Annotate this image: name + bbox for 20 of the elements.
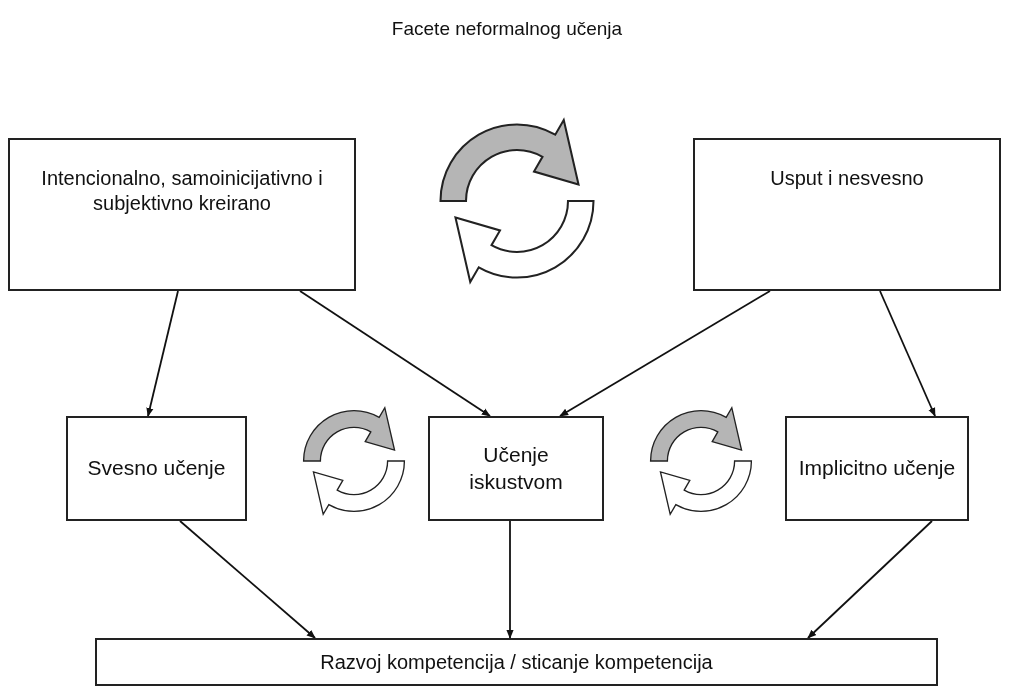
arrow [506, 520, 514, 639]
box-label: Implicitno učenje [798, 455, 956, 482]
arrow [146, 290, 179, 417]
arrow [807, 520, 933, 639]
box-label: Svesno učenje [87, 455, 226, 482]
arrow [179, 520, 316, 639]
text-box [8, 138, 356, 291]
box-label: Usput i nesvesno [770, 166, 924, 191]
text-box [785, 416, 969, 521]
arrow [299, 290, 491, 417]
arrow [879, 290, 936, 417]
diagram-title: Facete neformalnog učenja [391, 18, 623, 40]
text-box [428, 416, 604, 521]
box-label: Intencionalno, samoinicijativno i subjektivno kreirano [40, 166, 324, 216]
box-label: Učenje iskustvom [468, 442, 564, 495]
arrow [559, 290, 771, 417]
box-label: Razvoj kompetencija / sticanje kompetencija [320, 649, 713, 675]
text-box [693, 138, 1001, 291]
text-box [95, 638, 938, 686]
text-box [66, 416, 247, 521]
